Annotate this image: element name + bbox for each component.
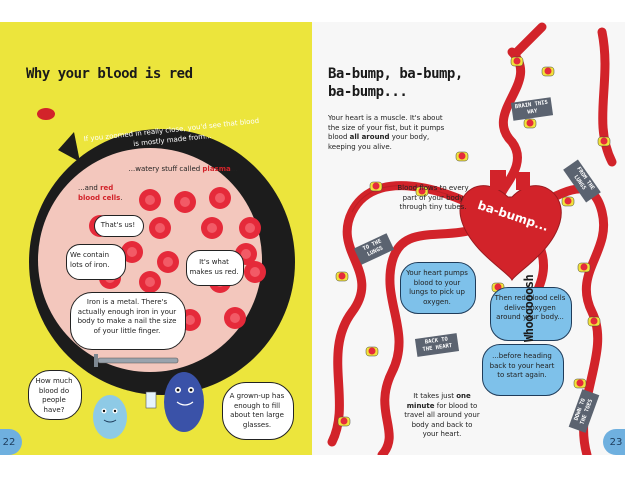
intro-bold: all around: [349, 133, 390, 141]
rbc-prefix: ...and: [78, 184, 101, 192]
right-title-line1: Ba-bump, ba-bump,: [328, 66, 463, 82]
car-cell: [513, 57, 521, 65]
car-cell: [338, 272, 346, 280]
question-bubble: [28, 370, 82, 420]
deliver-text: Then red blood cells deliver oxygen arou…: [494, 294, 566, 321]
cell-center: [230, 313, 240, 323]
cell-center: [155, 223, 165, 233]
minute-text: It takes just one minute for blood to tr…: [404, 392, 480, 440]
car-cell: [458, 152, 466, 160]
cell-center: [163, 257, 173, 267]
right-page: Ba-bump, ba-bump, ba-bump... Your heart …: [312, 22, 625, 455]
car-cell: [368, 347, 376, 355]
iron-bubble: [66, 244, 126, 280]
whoosh-text: Whoooooosh: [522, 274, 536, 342]
cell-center: [245, 223, 255, 233]
cell-center: [180, 197, 190, 207]
cell-center: [145, 277, 155, 287]
car-cell: [340, 417, 348, 425]
car-cell: [600, 137, 608, 145]
plasma-prefix: ...watery stuff called: [128, 165, 203, 173]
thats-us-bubble: [94, 215, 144, 237]
makes-red-bubble: [186, 250, 244, 286]
cell-center: [145, 195, 155, 205]
heading-back-text: ...before heading back to your heart to …: [489, 352, 555, 379]
iron-metal-bubble: [70, 292, 186, 350]
cell-center: [127, 247, 137, 257]
intro-before: Your heart is a muscle. It's about the s…: [328, 114, 445, 141]
deliver-bubble: [490, 287, 572, 341]
left-page-title: Why your blood is red: [26, 66, 193, 82]
makes-red-text: It's what makes us red.: [189, 258, 239, 276]
pumps-bubble: [400, 262, 476, 314]
answer-bubble: [222, 382, 294, 440]
car-cell: [590, 317, 598, 325]
left-page-number: 22: [0, 429, 22, 455]
minute-before: It takes just: [413, 392, 457, 400]
iron-metal-text: Iron is a metal. There's actually enough…: [77, 298, 177, 335]
cell-center: [215, 193, 225, 203]
cell-center: [250, 267, 260, 277]
minute-after: for blood to travel all around your body…: [404, 401, 480, 439]
thats-us-text: That's us!: [100, 221, 136, 229]
answer-text: A grown-up has enough to fill about ten …: [229, 392, 285, 429]
heading-back-bubble: [482, 344, 564, 396]
minute-bold: one minute: [406, 392, 471, 410]
iron-contain-text: We contain lots of iron.: [70, 251, 110, 269]
flows-text: Blood flows to every part of your body t…: [397, 184, 469, 211]
right-page-number: 23: [603, 429, 625, 455]
cell-center: [241, 249, 251, 259]
right-intro: Your heart is a muscle. It's about the s…: [328, 114, 456, 152]
plasma-suffix: ...: [230, 165, 238, 173]
plasma-word: plasma: [202, 165, 231, 173]
question-text: How much blood do people have?: [35, 377, 73, 414]
cell-center: [185, 315, 195, 325]
car-cell: [372, 182, 380, 190]
cell-center: [207, 223, 217, 233]
left-page: Why your blood is red If you zoomed in r…: [0, 22, 312, 455]
car-cell: [526, 119, 534, 127]
car-cell: [580, 263, 588, 271]
rbc-word: red blood cells: [78, 184, 121, 202]
intro-after: your body, keeping you alive.: [328, 133, 430, 151]
right-title-line2: ba-bump...: [328, 84, 408, 100]
pumps-text: Your heart pumps blood to your lungs to …: [406, 269, 468, 306]
rbc-suffix: .: [120, 193, 123, 202]
circulation-illustration: [327, 22, 617, 455]
plasma-text: ...watery stuff called plasma...: [118, 165, 248, 175]
red-cells-text: ...and red blood cells.: [78, 184, 134, 203]
car-cell: [576, 379, 584, 387]
car-cell: [544, 67, 552, 75]
car-cell: [564, 197, 572, 205]
car-cell: [418, 187, 426, 195]
